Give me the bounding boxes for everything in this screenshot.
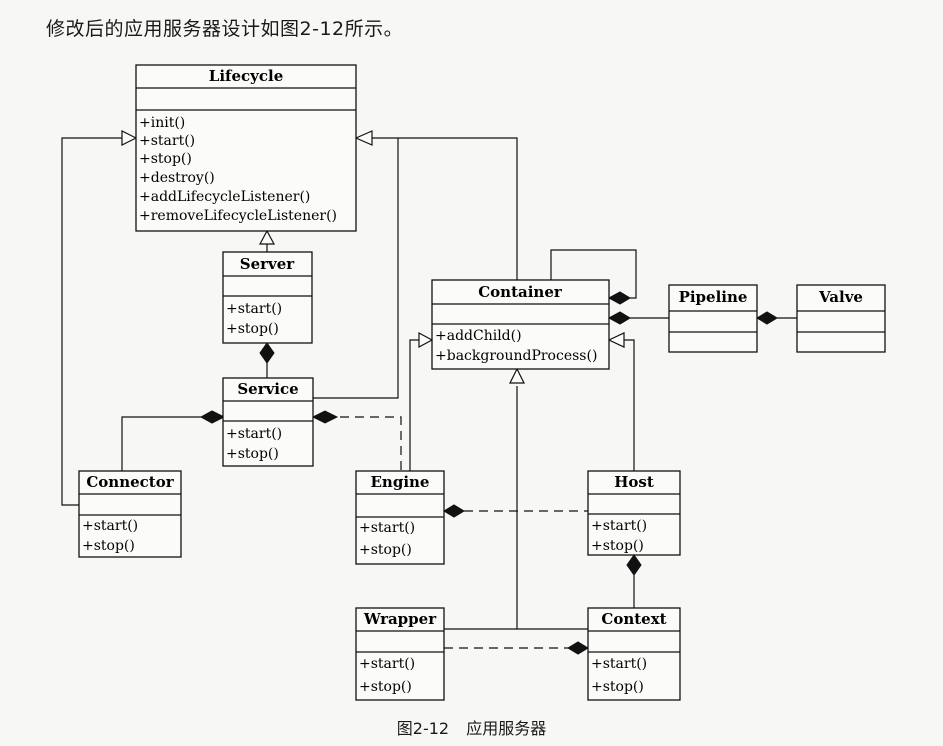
class-pipeline: Pipeline bbox=[668, 284, 758, 353]
method: +start() bbox=[139, 133, 195, 149]
intro-text: 修改后的应用服务器设计如图2-12所示。 bbox=[46, 18, 404, 40]
relationship-lines bbox=[61, 137, 797, 649]
method: +start() bbox=[82, 518, 138, 534]
diamond-container-pipeline bbox=[607, 311, 631, 325]
class-name: Connector bbox=[86, 473, 174, 491]
arrow-to-lifecycle-right bbox=[354, 130, 373, 146]
edge-connector-lifecycle bbox=[61, 137, 122, 506]
edge-container-self bbox=[550, 249, 637, 299]
method: +stop() bbox=[359, 679, 412, 695]
diamond-service-engine bbox=[311, 410, 339, 424]
class-name: Service bbox=[237, 380, 298, 398]
diamond-wrapper-context bbox=[567, 641, 589, 655]
class-lifecycle: Lifecycle +init() +start() +stop() +dest… bbox=[135, 64, 357, 232]
method: +removeLifecycleListener() bbox=[139, 208, 337, 224]
diamond-service-connector bbox=[199, 410, 226, 424]
arrow-connector-lifecycle bbox=[121, 130, 138, 146]
method: +start() bbox=[359, 656, 415, 672]
method: +destroy() bbox=[139, 170, 215, 186]
class-server: Server +start() +stop() bbox=[222, 251, 313, 344]
class-container: Container +addChild() +backgroundProcess… bbox=[431, 279, 610, 370]
method: +addChild() bbox=[435, 328, 522, 344]
method: +stop() bbox=[226, 321, 279, 337]
class-name: Container bbox=[478, 283, 563, 301]
class-service: Service +start() +stop() bbox=[222, 377, 314, 467]
class-name: Wrapper bbox=[363, 610, 437, 628]
class-host: Host +start() +stop() bbox=[587, 470, 681, 556]
method: +start() bbox=[591, 656, 647, 672]
edge-service-engine bbox=[325, 416, 402, 471]
class-wrapper: Wrapper +start() +stop() bbox=[355, 607, 445, 701]
class-name: Valve bbox=[818, 288, 863, 306]
edge-service-connector bbox=[121, 416, 201, 471]
arrow-host-container bbox=[607, 332, 625, 348]
class-name: Lifecycle bbox=[209, 67, 283, 85]
arrow-server-lifecycle bbox=[258, 229, 276, 245]
class-engine: Engine +start() +stop() bbox=[355, 470, 445, 565]
generalization-arrows bbox=[121, 130, 625, 384]
method: +start() bbox=[226, 301, 282, 317]
figure-caption: 图2-12 应用服务器 bbox=[0, 715, 943, 739]
edge-context-container bbox=[516, 386, 588, 630]
figure-title: 应用服务器 bbox=[466, 719, 547, 738]
arrow-engine-container bbox=[418, 331, 434, 349]
method: +stop() bbox=[591, 679, 644, 695]
method: +init() bbox=[139, 115, 185, 131]
method: +stop() bbox=[591, 538, 644, 554]
class-name: Pipeline bbox=[679, 288, 748, 306]
method: +start() bbox=[226, 426, 282, 442]
class-name: Host bbox=[614, 473, 654, 491]
diamond-engine-host bbox=[443, 504, 465, 518]
method: +start() bbox=[359, 520, 415, 536]
edge-service-lifecycle bbox=[313, 137, 399, 399]
method: +addLifecycleListener() bbox=[139, 189, 310, 205]
method: +stop() bbox=[139, 151, 192, 167]
class-name: Context bbox=[601, 610, 666, 628]
diamond-container-self bbox=[607, 291, 631, 305]
method: +backgroundProcess() bbox=[435, 348, 597, 364]
method: +start() bbox=[591, 518, 647, 534]
arrow-context-container bbox=[509, 367, 525, 384]
method: +stop() bbox=[226, 446, 279, 462]
diamond-pipeline-valve bbox=[756, 311, 778, 325]
edge-container-lifecycle bbox=[398, 137, 518, 280]
figure-number: 图2-12 bbox=[396, 719, 450, 738]
class-name: Engine bbox=[371, 473, 430, 491]
class-valve: Valve bbox=[796, 284, 886, 353]
composition-diamonds bbox=[199, 291, 778, 655]
method: +stop() bbox=[359, 542, 412, 558]
class-context: Context +start() +stop() bbox=[587, 607, 681, 701]
method: +stop() bbox=[82, 538, 135, 554]
class-connector: Connector +start() +stop() bbox=[78, 470, 182, 558]
edge-host-container bbox=[624, 339, 635, 471]
diamond-server-service bbox=[259, 342, 275, 364]
class-name: Server bbox=[240, 255, 296, 273]
diamond-host-context bbox=[626, 554, 642, 576]
edge-engine-container bbox=[409, 339, 419, 471]
